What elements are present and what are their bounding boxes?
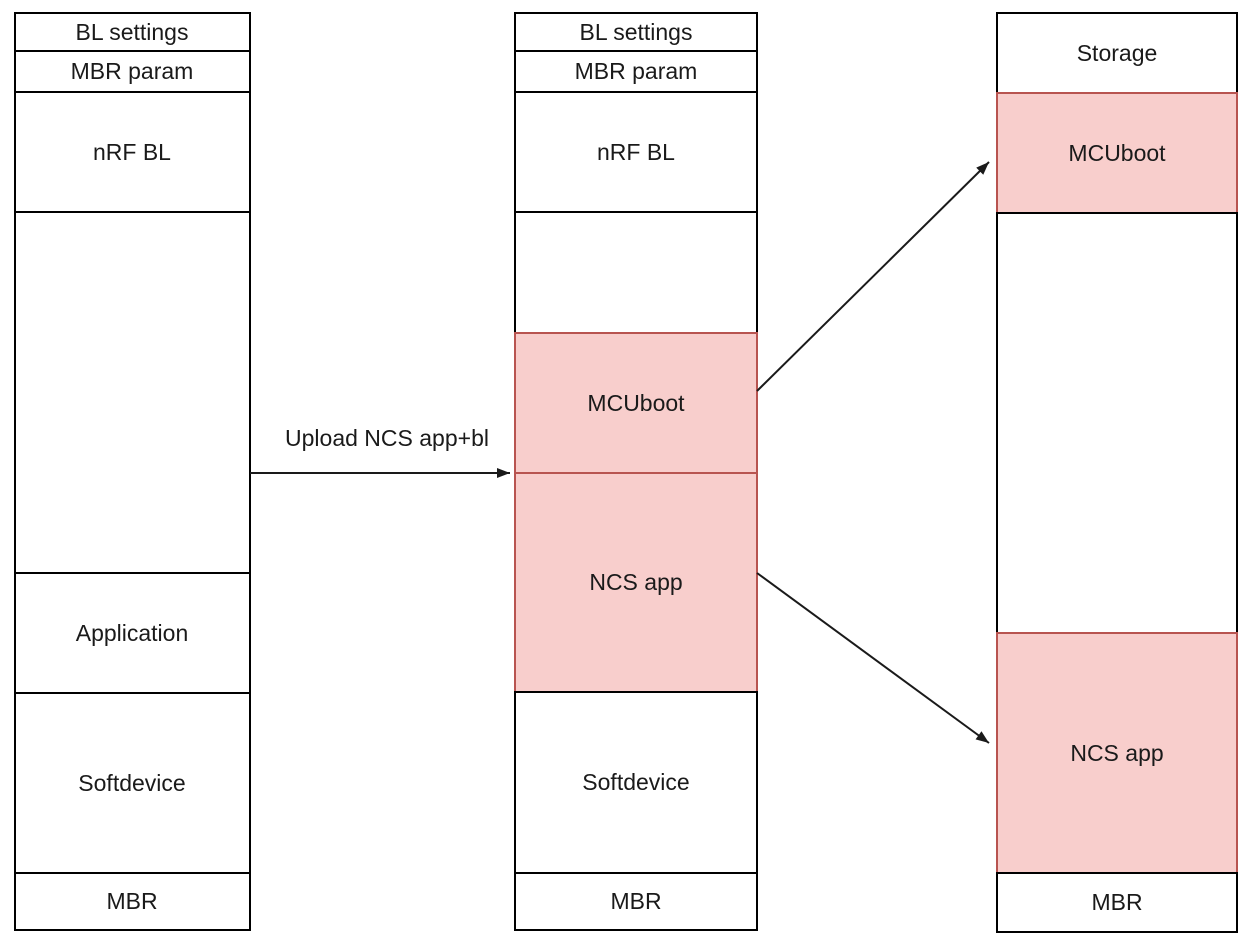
segment-empty — [996, 212, 1238, 634]
segment-label: NCS app — [589, 569, 682, 595]
segment-softdevice — [14, 692, 251, 874]
column-middle: BL settings MBR param nRF BL MCUboot NCS… — [514, 12, 758, 931]
segment-mbr — [514, 872, 758, 931]
segment-label: MBR — [106, 888, 157, 914]
segment-label: nRF BL — [93, 139, 171, 165]
segment-mcuboot — [514, 332, 758, 474]
segment-nrf-bl — [14, 91, 251, 213]
segment-label: Softdevice — [582, 769, 689, 795]
segment-mbr-param — [14, 50, 251, 93]
segment-label: MBR param — [575, 58, 698, 84]
segment-ncs-app — [996, 632, 1238, 874]
segment-label: Softdevice — [78, 770, 185, 796]
segment-label: MBR — [610, 888, 661, 914]
column-right: Storage MCUboot NCS app MBR — [996, 12, 1238, 933]
upload-arrow-label: Upload NCS app+bl — [285, 425, 489, 451]
segment-label: BL settings — [580, 19, 693, 45]
segment-empty — [14, 211, 251, 574]
segment-label: nRF BL — [597, 139, 675, 165]
segment-label: Application — [76, 620, 189, 646]
segment-softdevice — [514, 691, 758, 874]
segment-label: NCS app — [1070, 740, 1163, 766]
mcuboot-copy-arrow — [756, 161, 990, 392]
segment-label: MCUboot — [1068, 140, 1166, 166]
segment-application — [14, 572, 251, 694]
edges: Upload NCS app+bl — [250, 161, 990, 744]
segment-empty — [514, 211, 758, 334]
segment-ncs-app — [514, 472, 758, 693]
segment-label: MBR param — [71, 58, 194, 84]
segment-label: MCUboot — [587, 390, 685, 416]
segment-storage — [996, 12, 1238, 94]
segment-label: MBR — [1091, 889, 1142, 915]
ncs-app-copy-arrow — [756, 572, 990, 744]
segment-bl-settings — [14, 12, 251, 52]
segment-label: Storage — [1077, 40, 1158, 66]
segment-mcuboot — [996, 92, 1238, 214]
segment-mbr — [996, 872, 1238, 933]
segment-mbr — [14, 872, 251, 931]
segment-mbr-param — [514, 50, 758, 93]
column-left: BL settings MBR param nRF BL Application… — [14, 12, 251, 931]
segment-label: BL settings — [76, 19, 189, 45]
